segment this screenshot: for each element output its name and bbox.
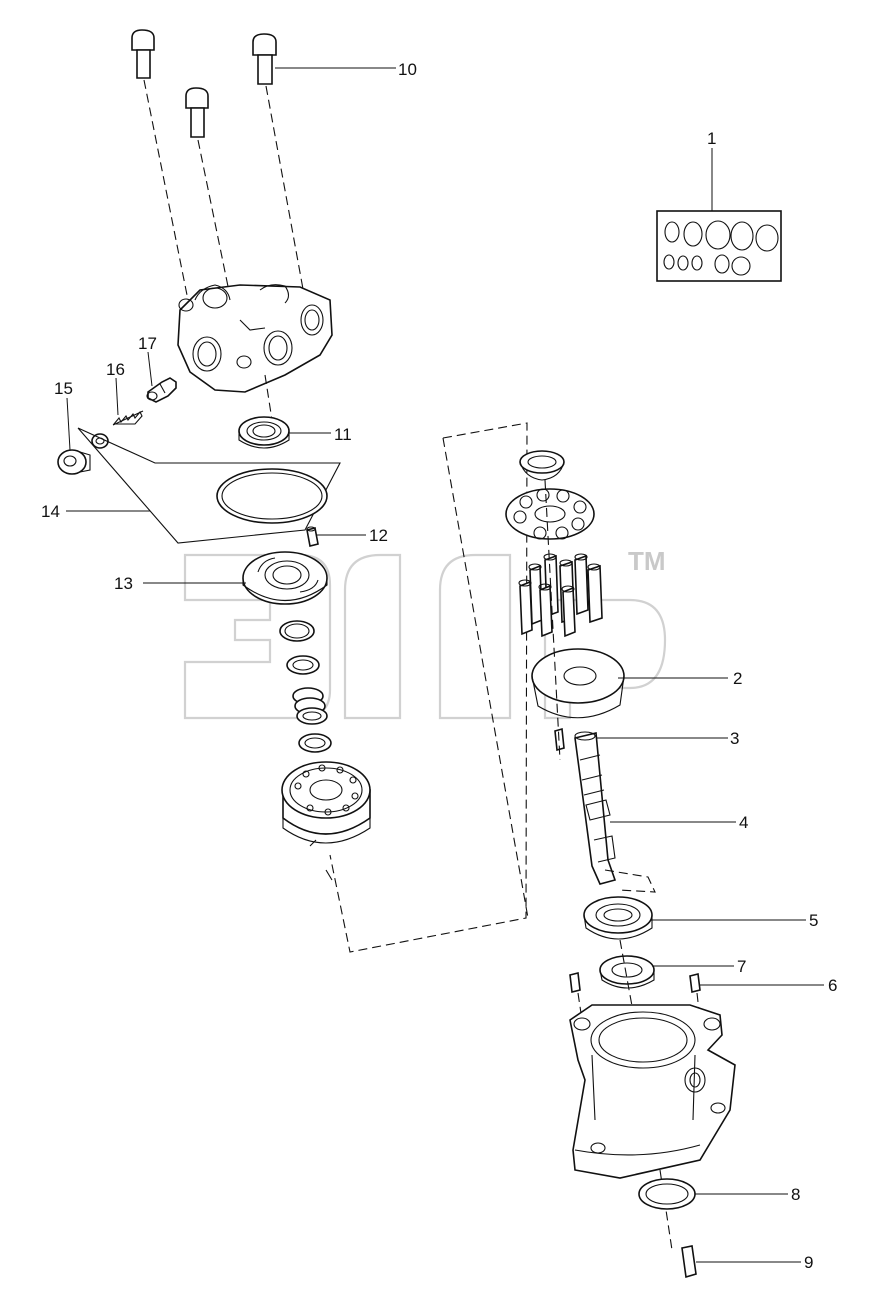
callout-4: 4 (739, 813, 748, 832)
spring-washer-lower (298, 733, 332, 753)
callout-13: 13 (114, 574, 133, 593)
callout-11: 11 (334, 425, 352, 444)
cylinder-spring (292, 687, 328, 725)
retainer-plate (505, 488, 595, 540)
callout-10: 10 (398, 60, 417, 79)
callout-12: 12 (369, 526, 388, 545)
callout-14: 14 (41, 502, 60, 521)
plug-washer (91, 433, 109, 449)
snap-ring (638, 1178, 696, 1210)
retaining-ring (279, 620, 315, 642)
bearing-small (238, 416, 290, 449)
relief-spring (112, 410, 144, 426)
bolt-right (252, 33, 277, 85)
callout-8: 8 (791, 1185, 800, 1204)
ball-guide (519, 450, 565, 481)
callout-7: 7 (737, 957, 746, 976)
callout-17: 17 (138, 334, 157, 353)
oil-seal (599, 955, 655, 989)
seal-kit-box (656, 210, 782, 282)
piston-set (518, 553, 603, 638)
callout-9: 9 (804, 1253, 813, 1272)
bolt-middle (185, 87, 209, 138)
dowel-pin-12 (306, 526, 319, 547)
motor-housing (569, 1004, 736, 1179)
bearing-large (583, 896, 653, 940)
watermark-logo: TM (183, 546, 667, 720)
relief-poppet (146, 377, 177, 403)
callout-16: 16 (106, 360, 125, 379)
gasket-plane (77, 427, 341, 544)
dowel-pin-6b (689, 973, 701, 993)
dowel-pin-6a (569, 972, 581, 993)
callout-5: 5 (809, 911, 818, 930)
callout-3: 3 (730, 729, 739, 748)
valve-port-plate (242, 551, 328, 605)
drive-shaft (574, 731, 656, 893)
callout-6: 6 (828, 976, 837, 995)
watermark-trademark: TM (628, 546, 666, 576)
leader-lines (66, 67, 824, 1263)
spring-washer-upper (286, 655, 320, 675)
callout-2: 2 (733, 669, 742, 688)
valve-housing (177, 284, 333, 393)
bolt-left (131, 29, 155, 79)
plug-cap (57, 449, 91, 475)
callout-1: 1 (707, 129, 716, 148)
cylinder-block-left (281, 761, 371, 881)
pin-small (554, 727, 565, 752)
shaft-key (681, 1245, 697, 1279)
callout-15: 15 (54, 379, 73, 398)
